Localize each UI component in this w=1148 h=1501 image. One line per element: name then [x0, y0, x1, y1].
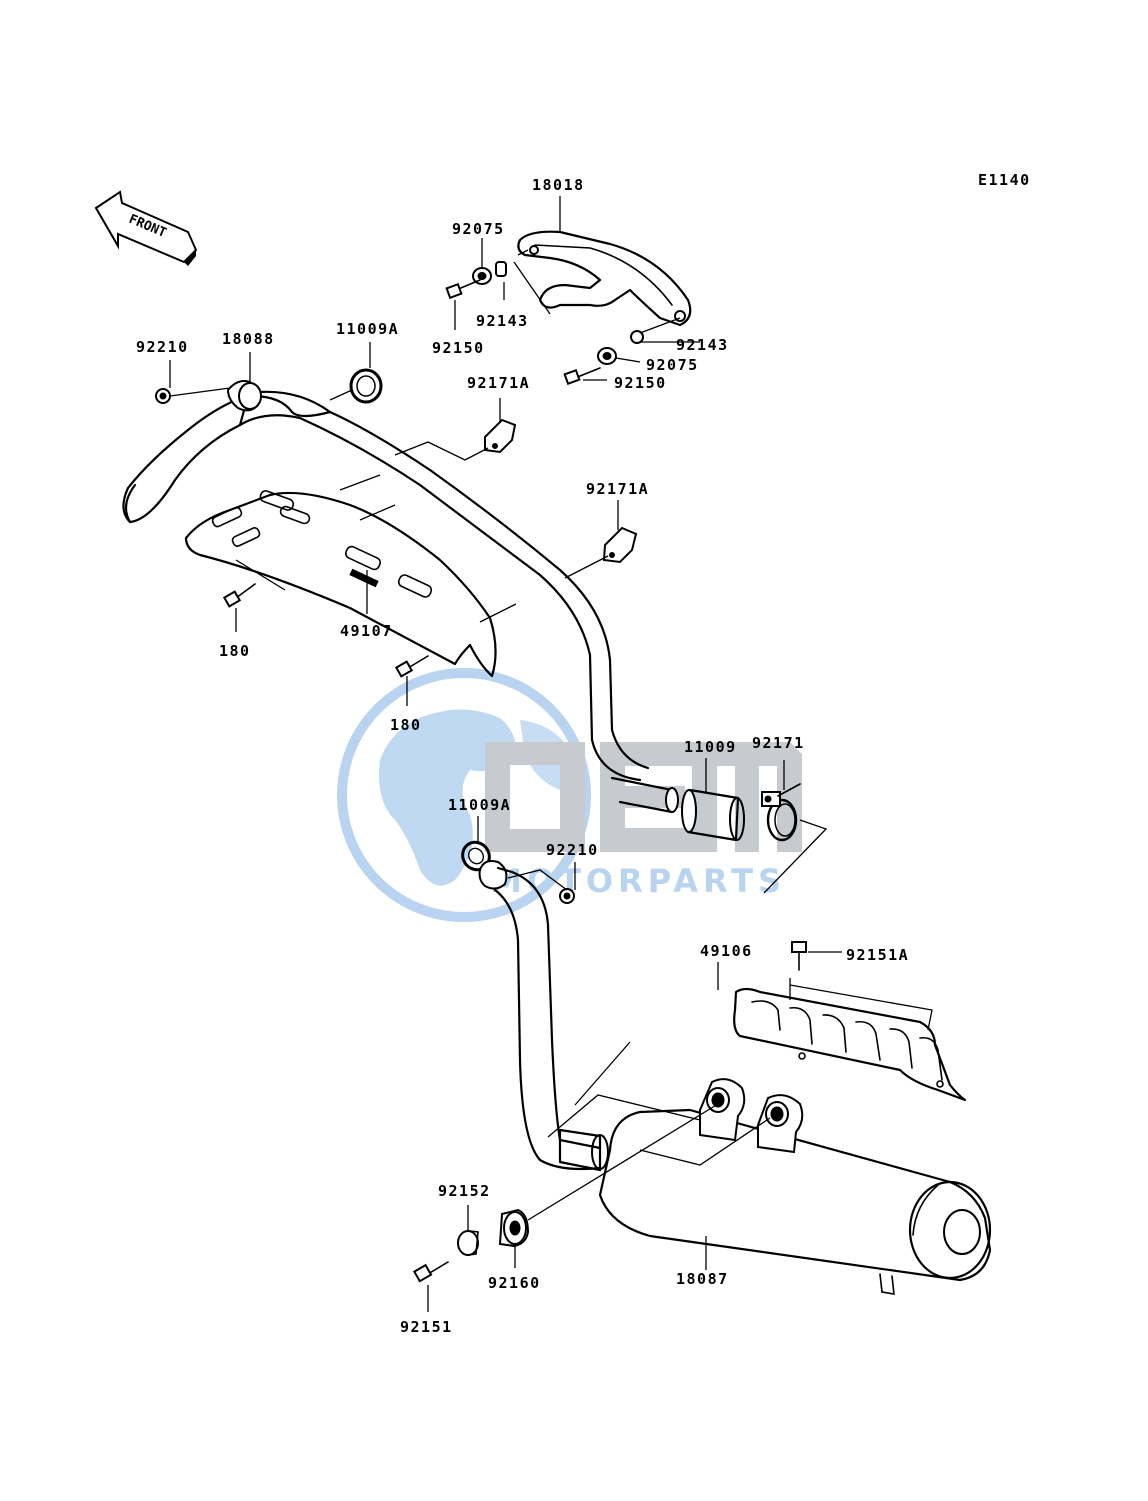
heat-shield-49106: [733, 987, 967, 1102]
part-labels: 18018 92075 92143 92150 92143 92075 9215…: [136, 176, 909, 1336]
label-18018: 18018: [532, 176, 585, 194]
globe-logo-icon: [337, 668, 591, 922]
muffler-18087: [598, 1078, 992, 1295]
label-92150-left: 92150: [432, 339, 485, 357]
label-18087: 18087: [676, 1270, 729, 1288]
label-92171A-top: 92171A: [467, 374, 530, 392]
nut-92210-top: [155, 388, 171, 404]
label-92075-right: 92075: [646, 356, 699, 374]
label-18088: 18088: [222, 330, 275, 348]
label-92143-left: 92143: [476, 312, 529, 330]
bracket-92171A-top: [484, 418, 517, 454]
label-92210-mid: 92210: [546, 841, 599, 859]
label-92152: 92152: [438, 1182, 491, 1200]
gasket-11009A-top: [349, 368, 383, 404]
label-92150-right: 92150: [614, 374, 667, 392]
exhaust-header-pipe: [122, 380, 679, 814]
leader-lines: [169, 196, 933, 1312]
oem-letters: [485, 742, 802, 852]
label-92151: 92151: [400, 1318, 453, 1336]
bolt-92151A: [791, 941, 807, 971]
screw-180-mid: [394, 655, 429, 678]
watermark: MOTORPARTS: [337, 668, 802, 922]
bolt-92150-right: [563, 367, 601, 386]
clamp-92171: [761, 783, 801, 842]
label-92143-right: 92143: [676, 336, 729, 354]
label-92160: 92160: [488, 1274, 541, 1292]
gasket-11009: [681, 788, 745, 842]
bracket-92171A-mid: [602, 526, 638, 564]
nut-92143-right: [630, 330, 644, 344]
watermark-tagline: MOTORPARTS: [490, 862, 786, 900]
label-11009A-top: 11009A: [336, 320, 399, 338]
bolt-92150-left: [445, 279, 481, 300]
damper-92160: [498, 1208, 530, 1248]
label-11009: 11009: [684, 738, 737, 756]
screw-180-left: [222, 583, 256, 608]
washer-92152: [457, 1230, 479, 1256]
label-49107: 49107: [340, 622, 393, 640]
heat-shield-49107: [184, 490, 497, 678]
label-92151A: 92151A: [846, 946, 909, 964]
diagram-code: E1140: [978, 171, 1031, 189]
label-11009A-mid: 11009A: [448, 796, 511, 814]
nut-92210-mid: [559, 888, 575, 904]
washer-92075-right: [597, 347, 617, 365]
washer-92075-left: [472, 267, 492, 285]
nut-92143-left: [495, 261, 507, 277]
label-92171: 92171: [752, 734, 805, 752]
label-92171A-mid: 92171A: [586, 480, 649, 498]
label-49106: 49106: [700, 942, 753, 960]
front-arrow-icon: FRONT: [94, 190, 198, 266]
label-180-left: 180: [219, 642, 251, 660]
heat-guard-bracket-18018: [517, 230, 692, 327]
bolt-92151: [412, 1261, 449, 1283]
label-92075-top: 92075: [452, 220, 505, 238]
exhaust-rear-pipe: [478, 860, 609, 1172]
label-180-mid: 180: [390, 716, 422, 734]
label-92210-top: 92210: [136, 338, 189, 356]
